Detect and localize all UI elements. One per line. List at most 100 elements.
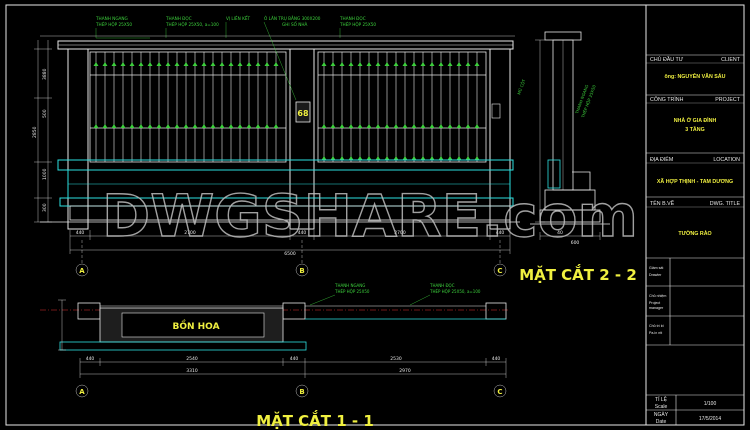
svg-text:1000: 1000 [42, 168, 48, 180]
fence-ornament [339, 124, 345, 128]
fence-ornament [402, 124, 408, 128]
fence-ornament [420, 62, 426, 66]
fence-ornament [438, 156, 444, 160]
svg-text:6500: 6500 [284, 251, 296, 257]
svg-text:440: 440 [496, 230, 505, 236]
fence-ornament [348, 124, 354, 128]
fence-ornament [102, 62, 108, 66]
fence-ornament [420, 124, 426, 128]
fence-ornament [465, 156, 471, 160]
fence-ornament [138, 124, 144, 128]
label-thanh-doc-2: THANH ĐỌC [339, 16, 366, 21]
fence-ornament [357, 62, 363, 66]
svg-text:440: 440 [492, 356, 501, 362]
fence-ornament [411, 124, 417, 128]
svg-text:CÔNG TRÌNH: CÔNG TRÌNH [650, 96, 684, 103]
fence-ornament [201, 62, 207, 66]
house-number-plate [295, 101, 311, 123]
fence-ornament [447, 62, 453, 66]
fence-ornament [357, 156, 363, 160]
svg-text:40: 40 [557, 230, 563, 236]
drawing-title: TƯỜNG RÀO [678, 229, 711, 237]
fence-ornament [447, 124, 453, 128]
fence-ornament [366, 124, 372, 128]
fence-ornament [429, 124, 435, 128]
fence-ornament [456, 124, 462, 128]
svg-text:2970: 2970 [399, 368, 411, 374]
fence-ornament [219, 124, 225, 128]
axis-a-bottom: A [79, 388, 85, 396]
fence-ornament [174, 62, 180, 66]
owner-value: ông: NGUYỄN VĂN SÁU [665, 73, 726, 80]
axis-a-top: A [79, 267, 85, 275]
location-value: XÃ HỢP THỊNH - TAM DƯƠNG [657, 178, 733, 185]
svg-text:ĐỊA ĐIỂM: ĐỊA ĐIỂM [650, 156, 673, 163]
svg-text:TỈ LỆ: TỈ LỆ [655, 395, 668, 403]
svg-text:THANH ĐỌC: THANH ĐỌC [429, 283, 455, 288]
label-vi-lien-ket: VỊ LIÊN KẾT [226, 15, 250, 21]
fence-ornament [339, 156, 345, 160]
label-thanh-ngang: THANH NGANG [95, 16, 128, 21]
fence-ornament [165, 124, 171, 128]
axis-c-top: C [497, 267, 502, 275]
fence-ornament [93, 62, 99, 66]
fence-ornament [411, 156, 417, 160]
fence-ornament [228, 124, 234, 128]
fence-ornament [111, 62, 117, 66]
fence-ornament [330, 124, 336, 128]
fence-ornament [375, 156, 381, 160]
fence-ornament [474, 156, 480, 160]
fence-ornament [129, 124, 135, 128]
fence-ornament [375, 62, 381, 66]
svg-text:PROJECT: PROJECT [715, 97, 740, 103]
fence-ornament [237, 124, 243, 128]
fence-ornament [474, 62, 480, 66]
svg-text:300: 300 [42, 203, 48, 212]
fence-ornament [273, 62, 279, 66]
fence-ornament [465, 62, 471, 66]
fence-ornament [111, 124, 117, 128]
fence-ornament [402, 156, 408, 160]
fence-ornament [129, 62, 135, 66]
svg-text:500: 500 [42, 109, 48, 118]
fence-ornament [330, 62, 336, 66]
svg-text:Pa.in ntt: Pa.in ntt [649, 331, 662, 335]
fence-ornament [339, 62, 345, 66]
fence-ornament [237, 62, 243, 66]
svg-text:440: 440 [86, 356, 95, 362]
label-thep-hop-1: THÉP HỘP 25X50 [95, 22, 132, 27]
fence-ornament [447, 156, 453, 160]
section-1-1: BỒN HOA THANH NGANG THÉP HỘP 25X50 THANH… [40, 283, 510, 430]
svg-text:Drawler: Drawler [649, 273, 662, 277]
fence-ornament [402, 62, 408, 66]
fence-ornament [384, 62, 390, 66]
house-number: 68 [297, 109, 309, 118]
svg-text:600: 600 [571, 240, 580, 246]
fence-ornament [183, 124, 189, 128]
svg-text:MŨ CỘT: MŨ CỘT [516, 78, 526, 95]
fence-ornament [147, 62, 153, 66]
fence-ornament [210, 124, 216, 128]
fence-ornament [429, 156, 435, 160]
pillar-left [67, 48, 89, 230]
svg-text:CLIENT: CLIENT [721, 57, 741, 63]
svg-text:THÉP HỘP 25X50: THÉP HỘP 25X50 [334, 289, 370, 294]
fence-ornament [321, 124, 327, 128]
fence-ornament [456, 62, 462, 66]
fence-ornament [246, 62, 252, 66]
svg-text:3310: 3310 [186, 368, 198, 374]
fence-ornament [165, 62, 171, 66]
svg-text:DWG. TITLE: DWG. TITLE [710, 201, 741, 207]
fence-ornament [438, 62, 444, 66]
fence-ornament [219, 62, 225, 66]
fence-ornament [411, 62, 417, 66]
section-1-1-title: MẶT CẮT 1 - 1 [256, 409, 374, 430]
fence-ornament [366, 156, 372, 160]
fence-ornament [156, 62, 162, 66]
project-value-2: 3 TẦNG [685, 126, 704, 133]
fence-ornament [321, 62, 327, 66]
svg-text:2700: 2700 [394, 230, 406, 236]
axis-b-top: B [299, 267, 304, 275]
project-value-1: NHÀ Ở GIA ĐÌNH [674, 116, 717, 124]
